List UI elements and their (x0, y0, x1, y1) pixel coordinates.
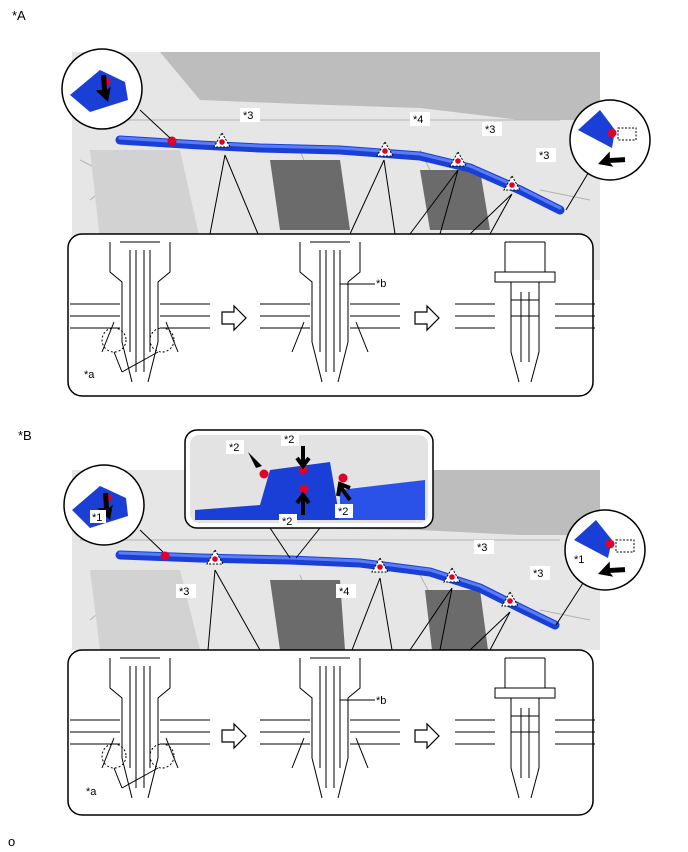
clip-stage-2 (259, 241, 401, 383)
right-detail-inset-b: *1 (555, 509, 646, 626)
b-pillar-window (270, 160, 350, 230)
label-3: *3 (485, 124, 495, 136)
top-detail-inset-b: *2 *2 *2 *2 (184, 429, 434, 559)
label-3: *3 (539, 150, 549, 162)
clip-marker (167, 136, 177, 146)
label-a: *a (86, 786, 97, 798)
label-4: *4 (413, 114, 423, 126)
section-b: *B (18, 428, 646, 816)
label-3: *3 (477, 542, 487, 554)
rear-window (420, 170, 490, 230)
label-b: *b (376, 278, 386, 290)
footer-mark: o (8, 834, 15, 849)
b-pillar-window (270, 580, 345, 650)
label-2: *2 (338, 506, 348, 518)
label-1: *1 (92, 512, 102, 524)
clip-stage-2 (259, 657, 401, 799)
label-2: *2 (282, 516, 292, 528)
door-panel (90, 570, 200, 650)
section-a: *A *3 *4 *3 *3 (12, 8, 651, 397)
clip-stage-1 (69, 241, 211, 383)
label-4: *4 (339, 586, 349, 598)
label-1: *1 (574, 554, 584, 566)
section-b-title: *B (18, 428, 32, 443)
rear-window (425, 590, 488, 650)
label-a: *a (84, 369, 95, 381)
label-2: *2 (284, 434, 294, 446)
label-3: *3 (179, 586, 189, 598)
clip-stage-1 (69, 657, 211, 799)
clip-detail-box-a: *b *a (67, 233, 596, 397)
left-detail-inset-a (61, 48, 171, 139)
section-a-title: *A (12, 8, 26, 23)
label-3: *3 (243, 110, 253, 122)
door-panel (90, 150, 200, 240)
clip-detail-box-b: *b *a (67, 649, 596, 816)
label-3: *3 (533, 568, 543, 580)
clip-marker (160, 551, 170, 561)
label-b: *b (376, 695, 386, 707)
left-detail-inset-b: *1 (63, 464, 164, 553)
label-2: *2 (229, 442, 239, 454)
right-detail-inset-a (565, 99, 651, 211)
vehicle-photo-a (72, 52, 600, 280)
